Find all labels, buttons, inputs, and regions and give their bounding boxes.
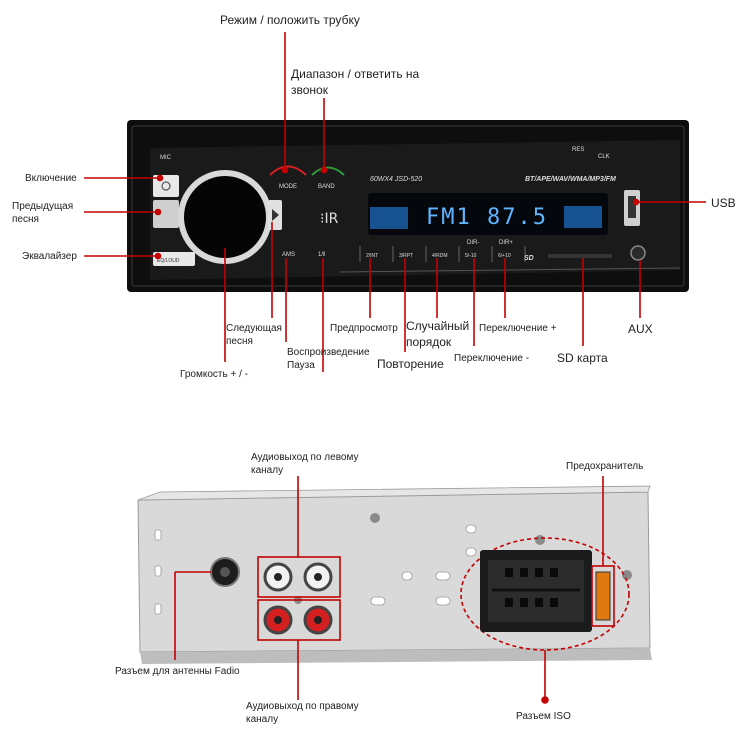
antenna-pin <box>220 567 230 577</box>
label-repeat: Повторение <box>377 357 444 371</box>
btn-ams: AMS <box>282 252 295 258</box>
screw <box>535 535 545 545</box>
label-band: Диапазон / ответить на звонок <box>291 67 420 97</box>
front-callouts <box>84 32 706 372</box>
aux-jack <box>630 245 646 261</box>
display-window <box>368 193 608 235</box>
back-chassis <box>137 485 652 664</box>
formats-label: BT/APE/WAV/WMA/MP3/FM <box>525 176 616 183</box>
eq-button[interactable] <box>153 252 195 266</box>
label-prev: Предыдущая песня <box>12 201 74 225</box>
btn-clk: CLK <box>598 154 610 160</box>
vent-slots <box>154 524 477 615</box>
chassis-top <box>137 485 651 501</box>
screw <box>622 570 632 580</box>
power-icon <box>161 181 171 191</box>
btn-key3: 3/RPT <box>399 253 413 259</box>
callout-dot <box>156 174 164 182</box>
band-button[interactable] <box>311 166 345 176</box>
label-aux: AUX <box>628 322 653 336</box>
callout-dot <box>541 696 549 704</box>
rca-pin <box>314 616 322 624</box>
mode-button[interactable] <box>269 165 307 176</box>
label-volume: Громкость + / - <box>180 369 248 380</box>
eq-bars-right <box>564 206 602 228</box>
front-panel: ⁝IR FM1 87.5 MIC RES CLK MODE BAND AMS 1… <box>127 120 689 292</box>
rca-pin <box>274 616 282 624</box>
rca-pin <box>314 573 322 581</box>
btn-res: RES <box>572 147 584 153</box>
volume-knob[interactable] <box>184 176 266 258</box>
label-left-audio: Аудиовыход по левому каналу <box>251 452 359 476</box>
next-icon <box>272 209 279 221</box>
btn-band: BAND <box>318 184 335 190</box>
ir-icon: ⁝IR <box>320 211 339 227</box>
sd-slot <box>548 254 612 258</box>
usb-slot <box>628 196 636 218</box>
prev-button[interactable] <box>153 200 179 228</box>
btn-key6: 6/+10 <box>498 253 511 259</box>
callout-dot <box>154 252 162 260</box>
chassis-bottom <box>140 648 652 664</box>
rca-pin <box>274 573 282 581</box>
iso-highlight <box>460 537 630 651</box>
faceplate-edge <box>339 267 681 273</box>
label-fuse: Предохранитель <box>566 461 644 472</box>
iso-pins <box>505 568 558 607</box>
label-eq: Эквалайзер <box>22 251 77 262</box>
rca-left-frame <box>257 556 341 598</box>
btn-dir-minus: DIR- <box>467 240 479 246</box>
label-iso: Разъем ISO <box>516 711 571 722</box>
callout-dot <box>154 208 162 216</box>
btn-mic: MIC <box>160 155 172 161</box>
back-callouts <box>174 476 604 704</box>
btn-play: 1/‖ <box>318 252 325 258</box>
callout-dot <box>632 198 640 206</box>
fuse <box>595 571 611 621</box>
label-sd: SD карта <box>557 351 608 365</box>
btn-mode: MODE <box>279 184 297 190</box>
callout-dot <box>281 166 289 174</box>
btn-key2: 2/INT <box>366 253 378 259</box>
label-preview: Предпросмотр <box>330 323 398 334</box>
label-play: Воспроизведение Пауза <box>287 347 370 371</box>
display-text: FM1 87.5 <box>426 205 548 230</box>
screw <box>370 513 380 523</box>
label-switch-minus: Переключение - <box>454 353 530 364</box>
label-antenna: Разъем для антенны Fadio <box>115 666 240 677</box>
label-mode: Режим / положить трубку <box>220 13 360 27</box>
rca-right-frame <box>257 599 341 641</box>
btn-key5: 5/-10 <box>465 253 477 259</box>
btn-eq: EQ/LOUD <box>157 258 180 264</box>
btn-dir-plus: DIR+ <box>499 240 513 246</box>
label-random: Случайный порядок <box>406 319 470 349</box>
sd-logo: SD <box>524 255 534 262</box>
label-power: Включение <box>25 173 77 184</box>
label-right-audio: Аудиовыход по правому каналу <box>246 701 359 725</box>
label-next: Следующая песня <box>226 323 282 347</box>
panel-bezel <box>131 125 685 287</box>
label-switch-plus: Переключение + <box>479 323 557 334</box>
eq-bars-left <box>370 207 408 229</box>
model-label: 60WX4 JSD-520 <box>370 176 422 183</box>
callout-dot <box>320 166 328 174</box>
label-usb: USB <box>711 196 736 210</box>
btn-key4: 4/RDM <box>432 253 448 259</box>
